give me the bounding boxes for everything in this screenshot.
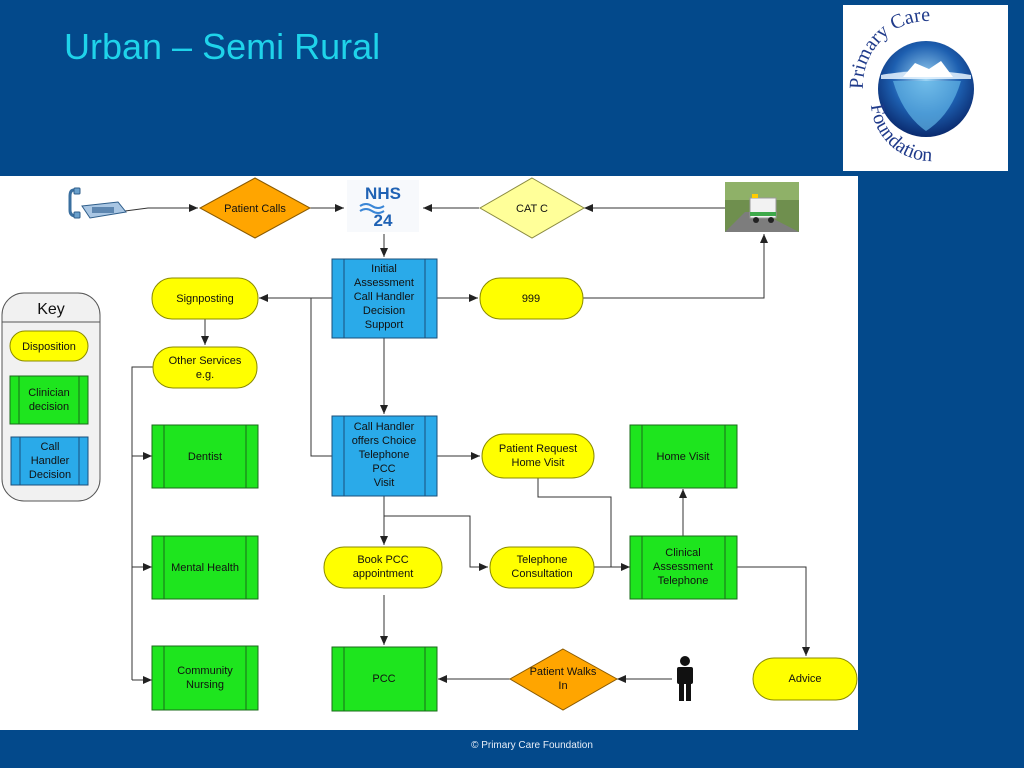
care-pathway-diagram: Patient Calls CAT C Patient Walks In NHS… — [0, 176, 858, 730]
other-services-line-2: e.g. — [196, 369, 214, 381]
patient-walks-in-node: Patient Walks In — [508, 648, 619, 711]
call-handler-choice-line-3: Telephone — [359, 449, 410, 461]
iceberg-underwater-icon — [893, 81, 961, 131]
patient-calls-label: Patient Calls — [224, 203, 286, 215]
key-title: Key — [37, 301, 65, 318]
patient-request-line-1: Patient Request — [499, 443, 577, 455]
primary-care-foundation-logo: Primary Care Foundation — [843, 4, 1008, 171]
patient-walks-in-label-2: In — [558, 680, 567, 692]
nhs24-logo: NHS 24 — [347, 180, 419, 232]
signposting-label: Signposting — [176, 293, 234, 305]
key-disposition-label: Disposition — [22, 341, 76, 353]
book-pcc-line-1: Book PCC — [357, 554, 408, 566]
nhs24-logo-nhs: NHS — [365, 184, 401, 203]
community-nursing-line-2: Nursing — [186, 679, 224, 691]
key-clinician-line-1: Clinician — [28, 387, 70, 399]
call-handler-choice-line-4: PCC — [372, 463, 395, 475]
other-services-line-1: Other Services — [169, 355, 242, 367]
mental-health-node: Mental Health — [151, 535, 259, 600]
key-legend: Key Disposition Clinician decision Call … — [1, 292, 101, 502]
arrow-phone-to-patient-calls — [124, 204, 198, 212]
book-pcc-node: Book PCC appointment — [323, 546, 443, 589]
clinical-assessment-line-3: Telephone — [658, 575, 709, 587]
key-clinician-swatch — [9, 375, 89, 425]
initial-assessment-line-3: Call Handler — [354, 291, 415, 303]
cat-c-node: CAT C — [478, 177, 586, 239]
initial-assessment-line-2: Assessment — [354, 277, 414, 289]
patient-walks-in-label-1: Patient Walks — [530, 666, 597, 678]
clinical-assessment-node: Clinical Assessment Telephone — [629, 535, 738, 600]
book-pcc-line-2: appointment — [353, 568, 414, 580]
key-disposition-swatch — [9, 330, 89, 362]
slide-title: Urban – Semi Rural — [64, 26, 381, 67]
telephone-consultation-line-2: Consultation — [511, 568, 572, 580]
community-nursing-line-1: Community — [177, 665, 233, 677]
pcc-label: PCC — [372, 673, 395, 685]
key-call-handler-line-3: Decision — [29, 469, 71, 481]
telephone-consultation-node: Telephone Consultation — [489, 546, 595, 589]
home-visit-node: Home Visit — [629, 424, 738, 489]
patient-request-line-2: Home Visit — [512, 457, 565, 469]
key-call-handler-swatch — [10, 436, 89, 486]
clinical-assessment-line-1: Clinical — [665, 547, 700, 559]
initial-assessment-node: Initial Assessment Call Handler Decision… — [331, 258, 438, 339]
clinical-assessment-line-2: Assessment — [653, 561, 713, 573]
ambulance-image — [725, 182, 799, 232]
iceberg-tip-icon — [903, 61, 953, 77]
mental-health-label: Mental Health — [171, 562, 239, 574]
dentist-node: Dentist — [151, 424, 259, 489]
line-home-visit-request-to-clinical — [537, 478, 612, 567]
arrow-choice-to-telephone-consultation — [384, 515, 488, 571]
line-choice-to-signposting — [310, 298, 332, 457]
cat-c-label: CAT C — [516, 203, 548, 215]
key-call-handler-line-2: Handler — [31, 455, 70, 467]
n999-node: 999 — [479, 277, 584, 320]
key-call-handler-line-1: Call — [41, 441, 60, 453]
call-handler-choice-node: Call Handler offers Choice Telephone PCC… — [331, 415, 438, 497]
initial-assessment-line-5: Support — [365, 319, 404, 331]
advice-node: Advice — [752, 657, 858, 701]
patient-calls-node: Patient Calls — [198, 177, 312, 239]
n999-label: 999 — [522, 293, 540, 305]
telephone-consultation-line-1: Telephone — [517, 554, 568, 566]
connectors — [124, 204, 810, 684]
person-icon — [677, 656, 693, 701]
other-services-node: Other Services e.g. — [152, 346, 258, 389]
signposting-node: Signposting — [151, 277, 259, 320]
logo-graphic: Primary Care Foundation — [846, 4, 974, 166]
community-nursing-node: Community Nursing — [151, 645, 259, 711]
home-visit-label: Home Visit — [657, 451, 710, 463]
call-handler-choice-line-2: offers Choice — [352, 435, 417, 447]
arrow-999-to-ambulance — [583, 234, 768, 299]
call-handler-choice-line-1: Call Handler — [354, 421, 415, 433]
line-other-services-trunk — [131, 366, 153, 680]
telephone-icon — [68, 187, 127, 219]
arrow-clinical-to-advice — [737, 566, 810, 656]
call-handler-choice-line-5: Visit — [374, 477, 395, 489]
initial-assessment-line-4: Decision — [363, 305, 405, 317]
initial-assessment-line-1: Initial — [371, 263, 397, 275]
copyright-footer: © Primary Care Foundation — [471, 740, 593, 751]
patient-request-home-visit-node: Patient Request Home Visit — [481, 433, 595, 479]
key-clinician-line-2: decision — [29, 401, 69, 413]
dentist-label: Dentist — [188, 451, 222, 463]
flowchart-svg: Patient Calls CAT C Patient Walks In NHS… — [1, 177, 858, 712]
advice-label: Advice — [788, 673, 821, 685]
pcc-node: PCC — [331, 646, 438, 712]
nhs24-logo-24: 24 — [374, 211, 393, 230]
